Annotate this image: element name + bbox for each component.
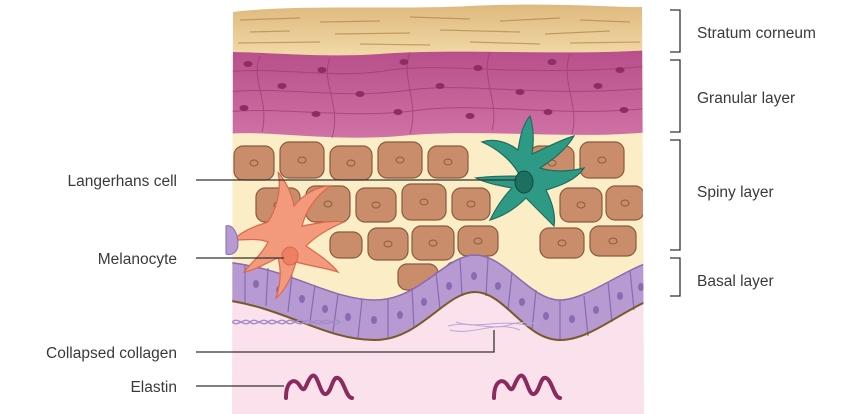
label-granular-layer: Granular layer (697, 90, 795, 107)
label-collapsed-collagen: Collapsed collagen (46, 345, 177, 362)
bracket-spiny-layer (670, 140, 680, 250)
label-melanocyte: Melanocyte (98, 251, 177, 268)
label-spiny-layer: Spiny layer (697, 184, 774, 201)
bracket-stratum-corneum (670, 10, 680, 52)
bracket-basal-layer (670, 258, 680, 296)
label-elastin: Elastin (130, 379, 177, 396)
granular-layer-region (225, 50, 650, 138)
layer-brackets (670, 10, 680, 296)
melanocyte-nucleus (282, 247, 298, 265)
label-basal-layer: Basal layer (697, 273, 774, 290)
langerhans-nucleus (515, 171, 533, 193)
stratum-corneum-region (225, 0, 650, 55)
bracket-granular-layer (670, 60, 680, 132)
label-stratum-corneum: Stratum corneum (697, 25, 816, 42)
label-langerhans-cell: Langerhans cell (68, 173, 177, 190)
